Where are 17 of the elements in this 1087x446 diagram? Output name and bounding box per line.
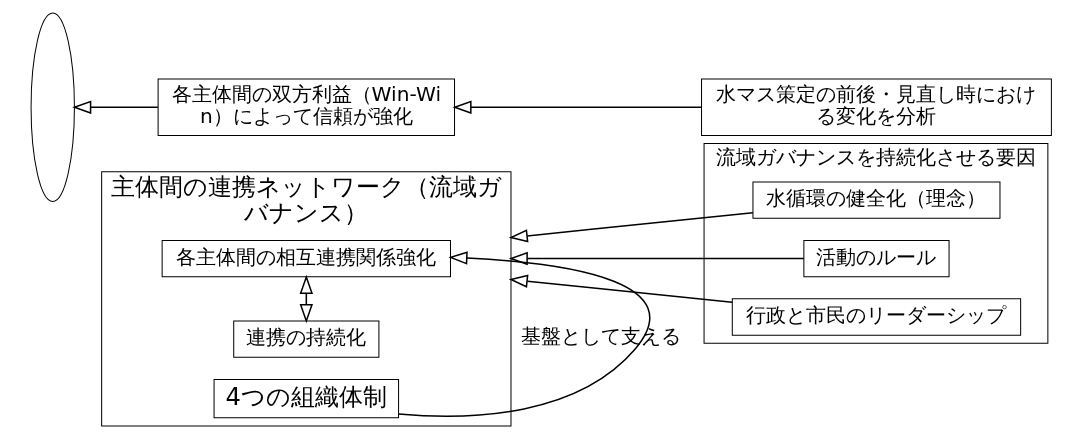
node-box: 各主体間の相互連携関係強化: [161, 239, 451, 277]
edge-label: 基盤として支える: [521, 323, 682, 348]
arrow: [72, 100, 159, 114]
node-box: 活動のルール: [803, 239, 950, 277]
node-box: 連携の持続化: [233, 320, 380, 358]
node-box: 行政と市民のリーダーシップ: [731, 297, 1022, 336]
arrow: [508, 251, 805, 265]
arrow: [397, 250, 651, 417]
arrow: [508, 211, 754, 243]
arrow: [452, 100, 703, 114]
node-box: 4つの組織体制: [213, 378, 400, 418]
arrow: [299, 274, 314, 323]
node-box: 各主体間の双方利益（Win-Win）によって信頼が強化: [157, 78, 456, 136]
node-ellipse: [30, 12, 75, 202]
node-box: 水循環の健全化（理念）: [752, 180, 1001, 219]
arrow: [508, 274, 733, 303]
node-box: 水マス策定の前後・見直し時における変化を分析: [701, 78, 1052, 136]
